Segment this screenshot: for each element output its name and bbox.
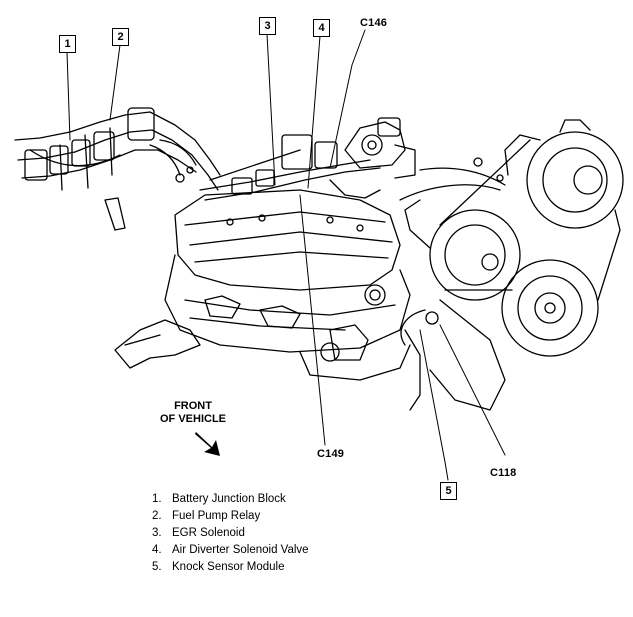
legend-number: 4. [152, 544, 162, 556]
engine-block [114, 189, 421, 411]
callout-5: 5 [440, 482, 457, 500]
connector-c149-label: C149 [317, 448, 345, 460]
callout-3: 3 [259, 17, 276, 35]
legend-text: Fuel Pump Relay [172, 510, 261, 522]
legend-item: 2. Fuel Pump Relay [152, 508, 309, 525]
legend-number: 1. [152, 493, 162, 505]
legend-item: 1. Battery Junction Block [152, 491, 309, 508]
legend-number: 5. [152, 561, 162, 573]
callout-2: 2 [112, 28, 129, 46]
firewall-harness [14, 107, 221, 231]
legend-text: Battery Junction Block [172, 493, 286, 505]
front-of-vehicle-label: FRONT OF VEHICLE [160, 400, 227, 425]
connector-c118-label: C118 [490, 467, 517, 479]
legend: 1. Battery Junction Block 2. Fuel Pump Rel… [152, 491, 309, 576]
leader-lines [66, 29, 506, 481]
callout-1: 1 [59, 35, 76, 53]
legend-item: 4. Air Diverter Solenoid Valve [152, 542, 309, 559]
front-arrow-icon [195, 432, 220, 456]
callout-4: 4 [313, 19, 330, 37]
legend-number: 3. [152, 527, 162, 539]
upper-harness [199, 117, 416, 201]
legend-text: Knock Sensor Module [172, 561, 285, 573]
legend-text: EGR Solenoid [172, 527, 245, 539]
connector-c146-label: C146 [360, 17, 388, 29]
legend-item: 3. EGR Solenoid [152, 525, 309, 542]
legend-number: 2. [152, 510, 162, 522]
front-accessories [399, 119, 624, 411]
legend-text: Air Diverter Solenoid Valve [172, 544, 309, 556]
legend-item: 5. Knock Sensor Module [152, 559, 309, 576]
